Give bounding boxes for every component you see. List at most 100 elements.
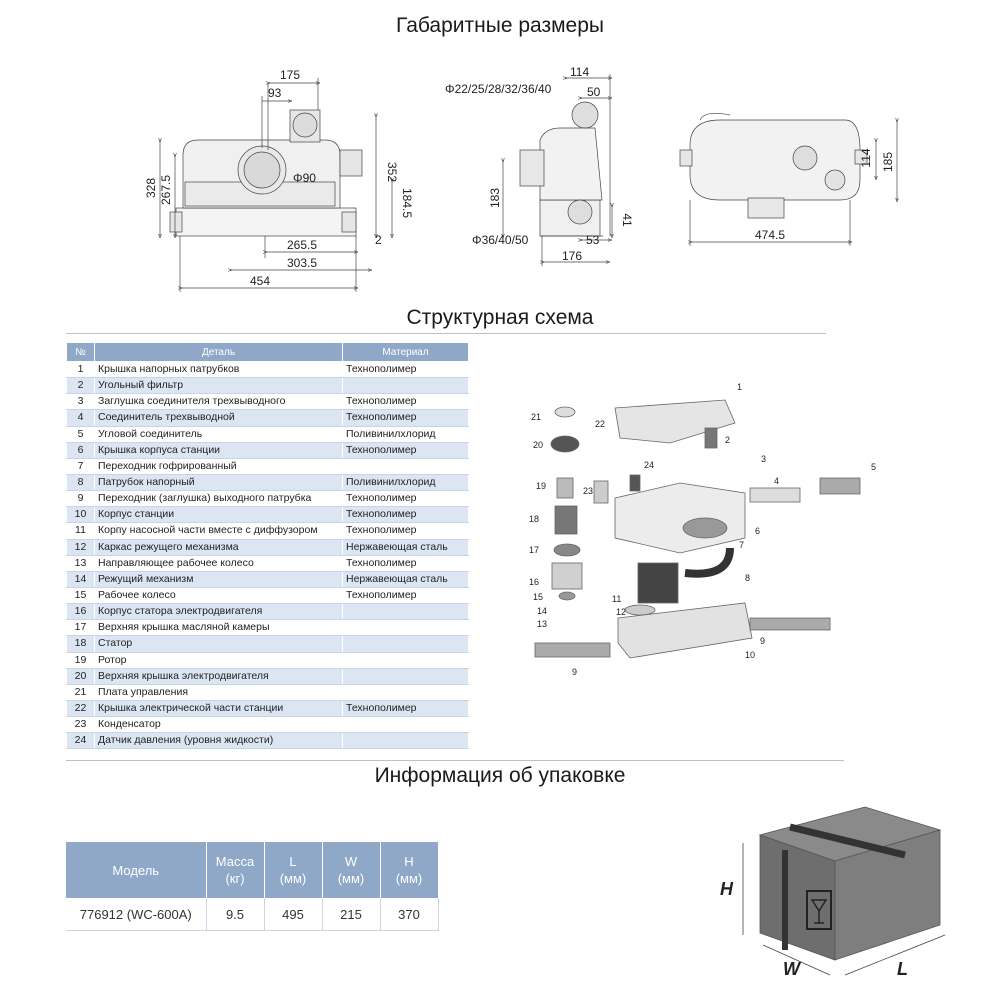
part-number: 8 (66, 473, 95, 492)
part-number: 15 (66, 586, 95, 605)
part-cover-6 (614, 482, 746, 554)
exploded-label: 23 (583, 486, 593, 496)
part-material (342, 619, 469, 637)
col-header: L (мм) (264, 842, 323, 898)
side-view-drawing (503, 74, 612, 266)
table-cell: 776912 (WC-600A) (66, 898, 207, 931)
part-name: Верхняя крышка масляной камеры (94, 619, 343, 637)
part-4 (749, 487, 801, 503)
exploded-label: 24 (644, 460, 654, 470)
dim-label: Φ36/40/50 (472, 233, 529, 247)
part-12 (624, 604, 656, 616)
part-name: Угольный фильтр (94, 377, 343, 395)
part-cover-1 (614, 399, 736, 444)
part-number: 2 (66, 377, 95, 395)
part-9 (749, 617, 831, 631)
part-material: Технополимер (342, 554, 469, 572)
divider (66, 760, 844, 761)
part-number: 23 (66, 716, 95, 734)
dim-label: 454 (250, 274, 270, 288)
dimensions-title: Габаритные размеры (396, 14, 604, 37)
front-view-drawing (160, 78, 392, 292)
part-name: Переходник гофрированный (94, 457, 343, 475)
dim-label: 93 (268, 86, 282, 100)
exploded-label: 17 (529, 545, 539, 555)
exploded-label: 14 (537, 606, 547, 616)
part-name: Угловой соединитель (94, 425, 343, 443)
exploded-label: 18 (529, 514, 539, 524)
col-header: № (66, 342, 95, 362)
dim-label: 41 (620, 213, 634, 227)
structure-title: Структурная схема (406, 306, 594, 329)
part-name: Режущий механизм (94, 570, 343, 588)
part-name: Патрубок напорный (94, 473, 343, 492)
dim-label: 474.5 (755, 228, 785, 242)
part-number: 11 (66, 522, 95, 540)
part-number: 19 (66, 651, 95, 669)
exploded-label: 5 (871, 462, 876, 472)
part-number: 6 (66, 441, 95, 459)
part-name: Переходник (заглушка) выходного патрубка (94, 490, 343, 508)
part-name: Корпус статора электродвигателя (94, 603, 343, 621)
part-material: Поливинилхлорид (342, 425, 469, 443)
col-header: W (мм) (322, 842, 381, 898)
exploded-label: 9 (572, 667, 577, 677)
part-number: 9 (66, 490, 95, 508)
package-box-illustration: H W L (720, 806, 946, 979)
exploded-label: 3 (761, 454, 766, 464)
part-material (342, 603, 469, 621)
exploded-label: 21 (531, 412, 541, 422)
part-name: Статор (94, 635, 343, 653)
part-material: Технополимер (342, 522, 469, 540)
part-name: Корпу насосной части вместе с диффузором (94, 522, 343, 540)
part-10 (617, 602, 753, 659)
part-name: Крышка напорных патрубков (94, 360, 343, 379)
packaging-title: Информация об упаковке (374, 764, 626, 787)
part-name: Датчик давления (уровня жидкости) (94, 732, 343, 750)
part-18 (554, 505, 578, 535)
part-17 (553, 543, 581, 557)
exploded-label: 19 (536, 481, 546, 491)
part-8 (684, 547, 734, 578)
dim-label: 50 (587, 85, 601, 99)
part-name: Конденсатор (94, 716, 343, 734)
part-19 (556, 477, 574, 499)
exploded-label: 8 (745, 573, 750, 583)
part-name: Каркас режущего механизма (94, 538, 343, 556)
exploded-label: 16 (529, 577, 539, 587)
part-number: 22 (66, 699, 95, 718)
part-name: Соединитель трехвыводной (94, 409, 343, 427)
part-number: 3 (66, 393, 95, 411)
part-number: 21 (66, 683, 95, 701)
col-header: Материал (342, 342, 469, 362)
part-name: Крышка электрической части станции (94, 699, 343, 718)
part-number: 14 (66, 570, 95, 588)
part-name: Верхняя крышка электродвигателя (94, 667, 343, 685)
part-24 (629, 474, 641, 492)
part-material: Технополимер (342, 699, 469, 718)
part-5 (819, 477, 861, 495)
table-cell: 370 (380, 898, 439, 931)
part-11 (637, 562, 679, 604)
dim-label: 265.5 (287, 238, 317, 252)
exploded-label: 7 (739, 540, 744, 550)
part-material: Технополимер (342, 441, 469, 459)
dim-label: Φ90 (293, 171, 316, 185)
box-l-label: L (897, 959, 908, 979)
part-9 (534, 642, 611, 658)
part-material: Нержавеющая сталь (342, 538, 469, 556)
col-header: Масса (кг) (206, 842, 265, 898)
dim-label: Φ22/25/28/32/36/40 (445, 82, 552, 96)
